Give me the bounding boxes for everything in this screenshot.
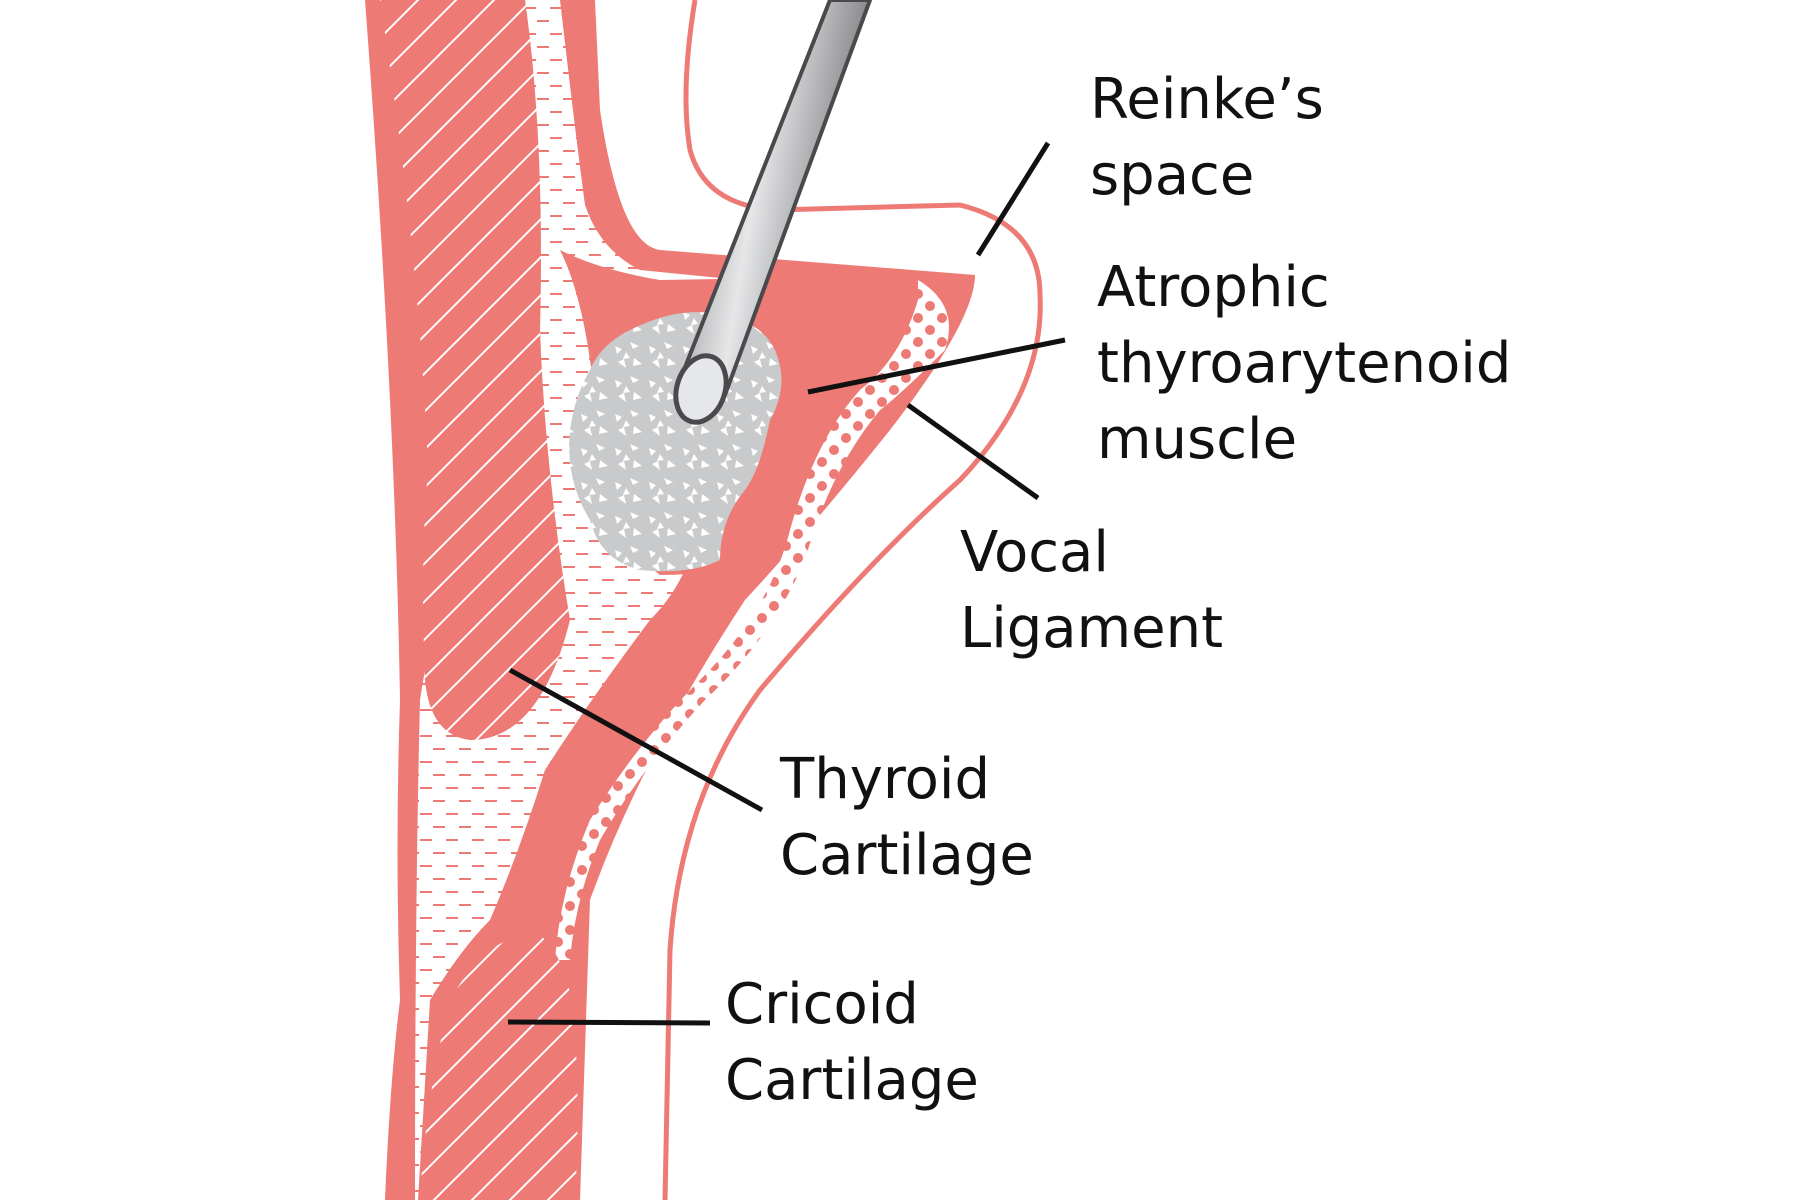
label-atrophic-thyroarytenoid-muscle: Atrophic thyroarytenoid muscle — [1097, 250, 1511, 478]
leader-thyroarytenoid-muscle — [807, 337, 1066, 395]
label-thyroid-cartilage: Thyroid Cartilage — [780, 742, 1034, 894]
label-line: space — [1090, 143, 1255, 208]
label-vocal-ligament: Vocal Ligament — [960, 515, 1223, 667]
label-cricoid-cartilage: Cricoid Cartilage — [725, 967, 979, 1119]
injection-needle-icon — [673, 0, 873, 425]
label-line: thyroarytenoid — [1097, 331, 1512, 396]
cricoid-cartilage-shape — [420, 934, 578, 1200]
leader-thyroid-cartilage — [508, 667, 764, 813]
label-line: Cartilage — [780, 823, 1034, 888]
mucosal-surface-outline — [662, 0, 1043, 1200]
label-line: Atrophic — [1097, 255, 1330, 320]
label-line: Ligament — [960, 596, 1224, 661]
leader-reinkes-space — [975, 141, 1051, 257]
label-reinkes-space: Reinke’s space — [1090, 62, 1324, 214]
label-line: Reinke’s — [1090, 67, 1324, 132]
label-line: Vocal — [960, 520, 1109, 585]
label-line: Cricoid — [725, 972, 919, 1037]
label-line: Cartilage — [725, 1048, 979, 1113]
label-line: Thyroid — [780, 747, 990, 812]
vocal-ligament-shape — [555, 280, 949, 960]
leader-cricoid-cartilage — [507, 1019, 711, 1026]
label-line: muscle — [1097, 407, 1298, 472]
thyroid-cartilage-shape — [380, 0, 570, 740]
leader-vocal-ligament — [906, 402, 1040, 501]
